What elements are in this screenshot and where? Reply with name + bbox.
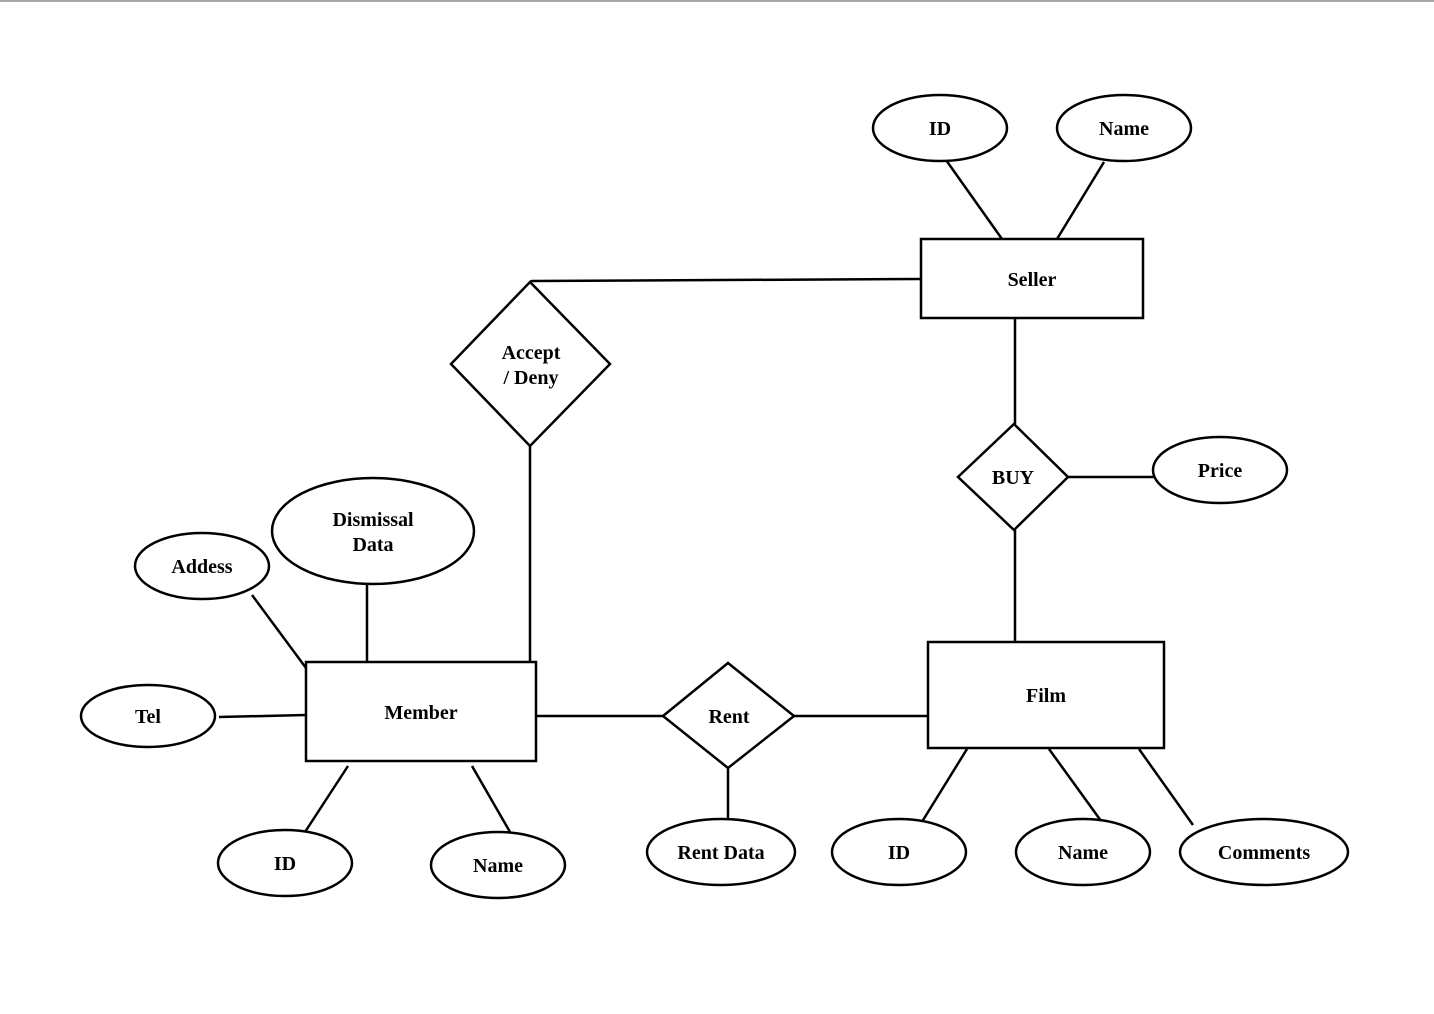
- attribute-seller-name-label: Name: [1099, 118, 1149, 140]
- link-film-comments: [1137, 748, 1195, 826]
- attribute-seller-id-label: ID: [929, 118, 951, 140]
- attribute-addess: Addess: [133, 531, 271, 601]
- attribute-film-name: Name: [1014, 817, 1152, 887]
- attribute-comments: Comments: [1178, 817, 1350, 887]
- attribute-member-name: Name: [429, 830, 567, 900]
- attribute-seller-name: Name: [1055, 93, 1193, 163]
- attribute-price-label: Price: [1198, 460, 1243, 482]
- link-member-name: [470, 765, 512, 833]
- link-seller-id: [944, 159, 1004, 240]
- attribute-member-name-label: Name: [473, 855, 523, 877]
- entity-film: Film: [926, 640, 1166, 750]
- relationship-rent-label: Rent: [708, 706, 749, 728]
- relationship-accept-deny: Accept / Deny: [449, 280, 612, 448]
- attribute-rent-data-label: Rent Data: [677, 842, 764, 864]
- entity-film-label: Film: [1026, 685, 1066, 707]
- entity-seller-label: Seller: [1008, 269, 1057, 291]
- link-film-id: [918, 748, 969, 826]
- entity-member: Member: [304, 660, 538, 763]
- attribute-dismissal-data-line1: Dismissal: [332, 509, 414, 531]
- relationship-rent: Rent: [661, 661, 797, 770]
- attribute-seller-id: ID: [871, 93, 1009, 163]
- link-member-addess: [250, 594, 308, 669]
- link-member-tel: [218, 713, 307, 719]
- link-seller-name: [1055, 161, 1106, 240]
- attribute-comments-label: Comments: [1218, 842, 1310, 864]
- attribute-dismissal-data: Dismissal Data: [270, 476, 476, 586]
- link-film-name: [1047, 748, 1106, 826]
- entity-member-label: Member: [384, 702, 457, 724]
- link-member-id: [303, 765, 350, 833]
- attribute-film-id: ID: [830, 817, 968, 887]
- attribute-rent-data: Rent Data: [645, 817, 797, 887]
- attribute-tel-label: Tel: [135, 706, 161, 728]
- connector-lines: [218, 159, 1195, 833]
- attribute-dismissal-data-line2: Data: [352, 534, 393, 556]
- link-seller-accept: [529, 277, 921, 284]
- entity-seller: Seller: [919, 237, 1145, 320]
- attribute-member-id: ID: [216, 828, 354, 898]
- relationship-accept-deny-line2: / Deny: [503, 367, 559, 389]
- relationship-buy: BUY: [956, 422, 1070, 532]
- attribute-price: Price: [1151, 435, 1289, 505]
- attribute-tel: Tel: [79, 683, 217, 749]
- attribute-film-id-label: ID: [888, 842, 910, 864]
- relationship-accept-deny-line1: Accept: [502, 342, 561, 364]
- attribute-member-id-label: ID: [274, 853, 296, 875]
- relationship-buy-label: BUY: [992, 467, 1035, 489]
- attribute-film-name-label: Name: [1058, 842, 1108, 864]
- attribute-addess-label: Addess: [171, 556, 232, 578]
